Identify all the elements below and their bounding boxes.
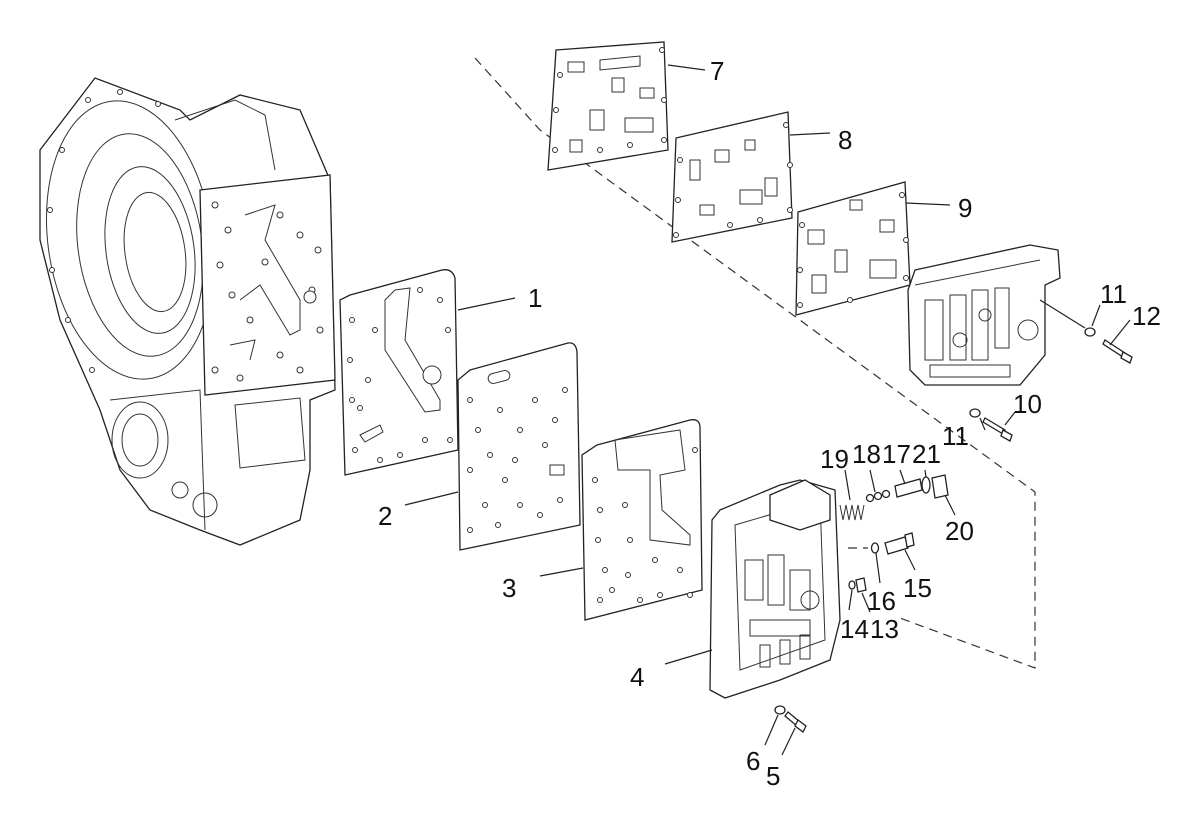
- o-ring-21: [921, 469, 931, 494]
- plug-20: [931, 474, 956, 516]
- bolt-12: [1102, 319, 1133, 364]
- callout-1: 1: [528, 283, 542, 313]
- callout-11-lower: 11: [942, 421, 969, 451]
- callout-16: 16: [867, 586, 896, 616]
- callout-9: 9: [958, 193, 972, 223]
- callout-4: 4: [630, 662, 644, 692]
- callout-labels: 1 2 3 4 5 6 7 8 9 10 11 11 12 13 14 15 1…: [378, 56, 1161, 791]
- upper-plate-8: [671, 111, 831, 243]
- assembly-dashed-lines: [474, 57, 1036, 669]
- gasket-plate-1: [339, 269, 516, 476]
- o-ring-16: [870, 542, 881, 584]
- callout-12: 12: [1132, 301, 1161, 331]
- callout-18: 18: [852, 439, 881, 469]
- callout-10: 10: [1013, 389, 1042, 419]
- callout-20: 20: [945, 516, 974, 546]
- valve-body-upper: [907, 244, 1086, 386]
- callout-6: 6: [746, 746, 760, 776]
- callout-17: 17: [882, 439, 911, 469]
- bolt-10: [982, 411, 1016, 442]
- control-valve-body-4: [664, 479, 841, 699]
- bolt-5: [781, 711, 807, 756]
- separator-plate-2: [404, 342, 581, 551]
- plug-13: [855, 577, 871, 613]
- transmission-housing: [39, 77, 336, 546]
- callout-2: 2: [378, 501, 392, 531]
- callout-5: 5: [766, 761, 780, 791]
- separator-plate-3: [539, 419, 703, 621]
- callout-11-upper: 11: [1100, 279, 1127, 309]
- washer-11-lower: [969, 408, 986, 431]
- washer-11-upper: [1084, 304, 1101, 337]
- sensor-15: [884, 532, 916, 571]
- callout-8: 8: [838, 125, 852, 155]
- upper-plate-7: [547, 41, 706, 171]
- callout-13: 13: [870, 614, 899, 644]
- o-ring-14: [848, 580, 856, 611]
- ball-18: [865, 469, 891, 503]
- callout-19: 19: [820, 444, 849, 474]
- spring-19: [839, 469, 865, 521]
- callout-21: 21: [912, 439, 941, 469]
- callout-3: 3: [502, 573, 516, 603]
- callout-15: 15: [903, 573, 932, 603]
- callout-7: 7: [710, 56, 724, 86]
- upper-plate-9: [795, 181, 951, 316]
- piston-17: [894, 469, 923, 498]
- washer-6: [764, 705, 786, 746]
- callout-14: 14: [840, 614, 869, 644]
